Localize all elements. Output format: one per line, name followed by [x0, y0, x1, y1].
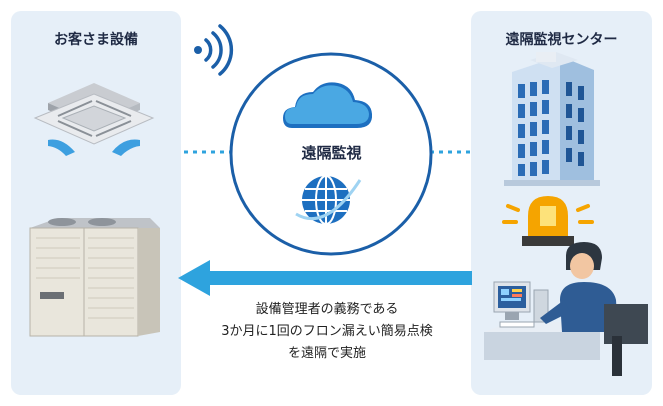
center-panel-title: 遠隔監視センター: [505, 32, 618, 48]
wifi-signal-icon: [194, 24, 234, 76]
remote-monitoring-hub: [229, 52, 433, 256]
caption-line-2: 3か月に1回のフロン漏えい簡易点検: [221, 324, 433, 339]
warning-beacon-icon: [502, 196, 594, 246]
cloud-icon: [283, 82, 373, 128]
outdoor-unit-icon: [29, 218, 160, 337]
operator-at-computer-icon: [484, 242, 648, 376]
inspection-arrow: [178, 260, 472, 296]
hub-label: 遠隔監視: [301, 144, 362, 162]
office-building-icon: [504, 52, 600, 186]
customer-panel-title: お客さま設備: [54, 32, 138, 48]
globe-icon: [295, 175, 362, 225]
caption-line-3: を遠隔で実施: [287, 346, 366, 361]
ceiling-cassette-ac-icon: [33, 83, 155, 156]
caption-line-1: 設備管理者の義務である: [255, 302, 399, 317]
